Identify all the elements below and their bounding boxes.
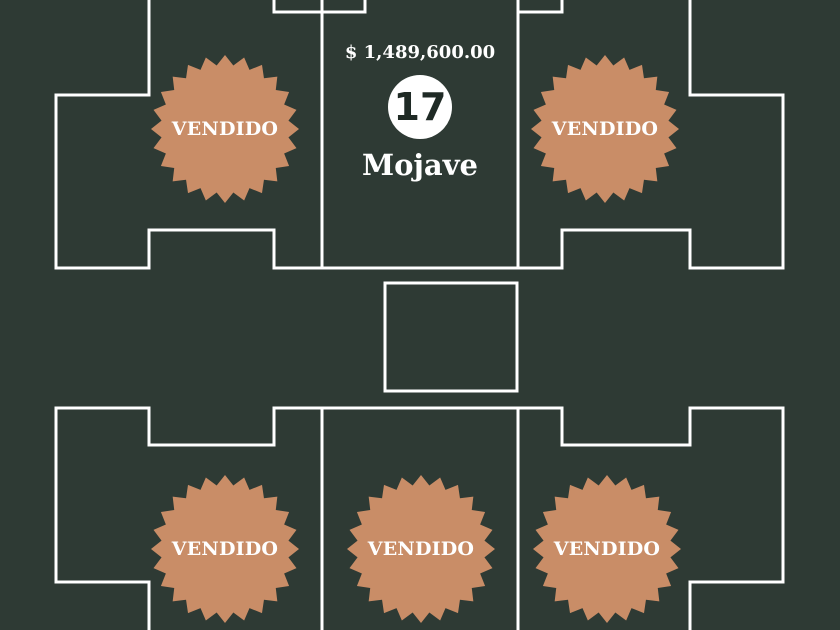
lot-number-badge: 17: [388, 75, 452, 139]
lot-model-name: Mojave: [361, 148, 479, 182]
sold-label: VENDIDO: [171, 118, 279, 140]
lot-outline-top-left[interactable]: [54, 0, 324, 270]
top-notch-right: [518, 0, 564, 14]
sold-seal-bottom-right[interactable]: VENDIDO: [532, 474, 682, 624]
sold-seal-bottom-left[interactable]: VENDIDO: [150, 474, 300, 624]
common-area[interactable]: [383, 281, 519, 393]
starburst-icon: [151, 475, 299, 623]
sold-label: VENDIDO: [367, 538, 475, 560]
lot-17-info[interactable]: $ 1,489,600.00 17 Mojave: [322, 0, 518, 268]
lot-price: $ 1,489,600.00: [344, 42, 496, 63]
lot-outline-bottom-right[interactable]: [516, 406, 785, 630]
sold-seal-bottom-center[interactable]: VENDIDO: [346, 474, 496, 624]
top-notch-left: [272, 0, 367, 14]
lot-outline-top-right[interactable]: [516, 0, 785, 270]
sold-seal-top-left[interactable]: VENDIDO: [150, 54, 300, 204]
sold-seal-top-right[interactable]: VENDIDO: [530, 54, 680, 204]
lot-outline-bottom-left[interactable]: [54, 406, 324, 630]
sold-label: VENDIDO: [553, 538, 661, 560]
starburst-icon: [151, 55, 299, 203]
sold-label: VENDIDO: [171, 538, 279, 560]
sold-label: VENDIDO: [551, 118, 659, 140]
starburst-icon: [347, 475, 495, 623]
starburst-icon: [531, 55, 679, 203]
starburst-icon: [533, 475, 681, 623]
